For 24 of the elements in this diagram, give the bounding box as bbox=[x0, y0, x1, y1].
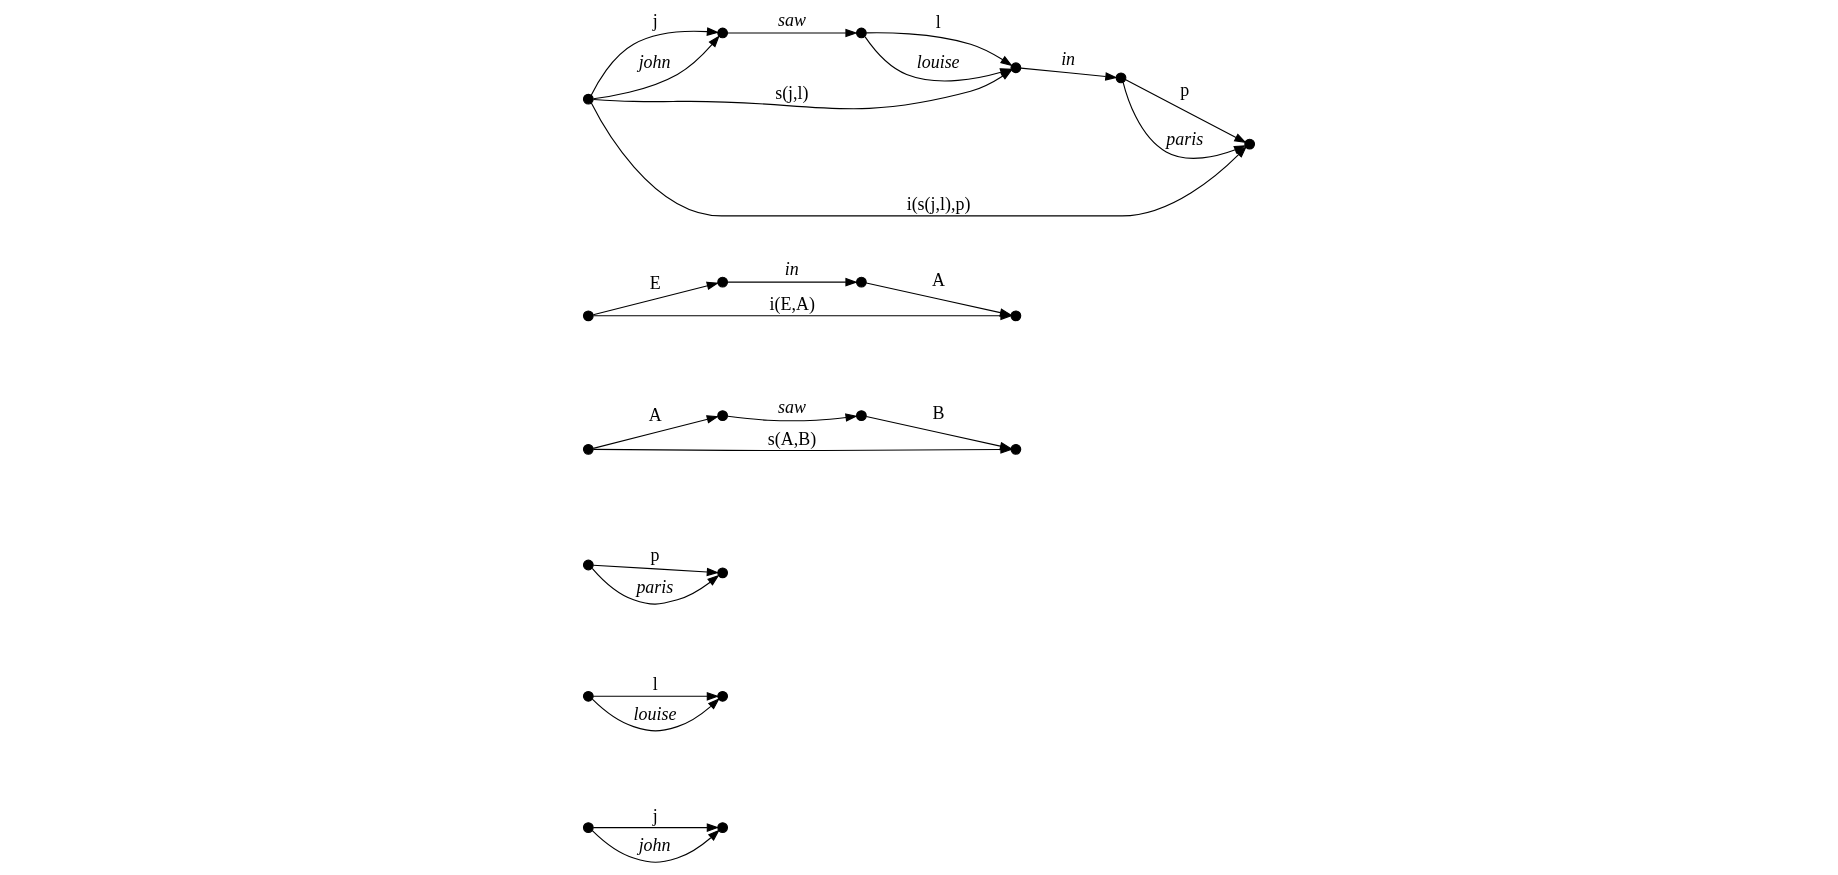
edge-label: paris bbox=[1166, 128, 1204, 149]
edge-label: in bbox=[784, 259, 799, 280]
edge-label: paris bbox=[636, 576, 674, 597]
edge-label: j bbox=[652, 805, 658, 826]
edge-label: l bbox=[652, 674, 658, 695]
edge-label: louise bbox=[633, 703, 677, 724]
edge-label: j bbox=[652, 11, 658, 32]
edge-label: john bbox=[638, 51, 671, 72]
edge-label: E bbox=[649, 272, 661, 293]
edge-label: s(A,B) bbox=[767, 428, 817, 449]
edge-label: s(j,l) bbox=[775, 82, 809, 103]
edge-label: i(s(j,l),p) bbox=[906, 194, 971, 215]
edge-label: p bbox=[650, 545, 660, 566]
edge-label: i(E,A) bbox=[769, 293, 815, 314]
edge-label: B bbox=[932, 402, 945, 423]
edge-label: A bbox=[648, 405, 662, 426]
edge-label: A bbox=[931, 270, 945, 291]
edge-label: l bbox=[935, 12, 941, 33]
edge-label: saw bbox=[777, 397, 806, 418]
edge-label: saw bbox=[777, 10, 806, 30]
edge-label: john bbox=[638, 834, 671, 855]
edge-label: p bbox=[1180, 79, 1190, 100]
edge-label: in bbox=[1061, 49, 1076, 70]
edge-label: louise bbox=[916, 51, 960, 72]
